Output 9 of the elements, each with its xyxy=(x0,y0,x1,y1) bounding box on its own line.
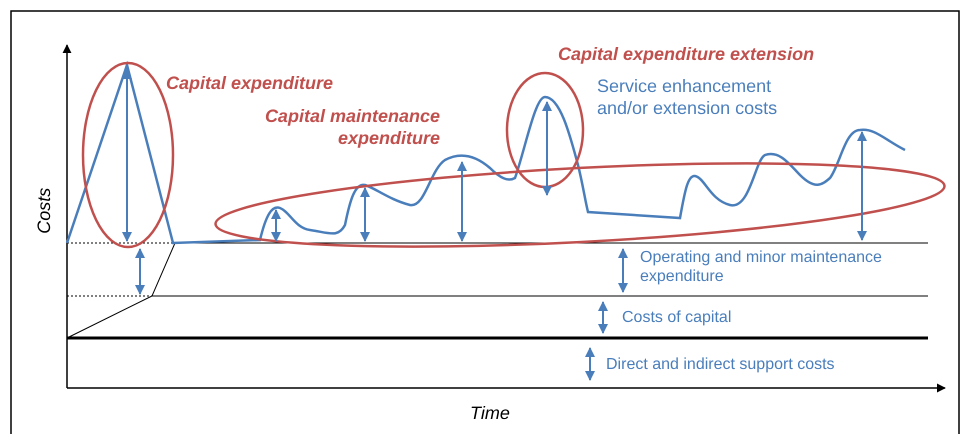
cost-label: Operating and minor maintenance expenditure xyxy=(640,248,883,286)
axis-label: Time xyxy=(470,403,510,425)
annotation-label: Capital expenditure extension xyxy=(558,44,814,66)
annotation-label: Capital maintenance expenditure xyxy=(264,106,440,150)
annotation-label: Capital expenditure xyxy=(166,73,334,95)
annotation-label: Service enhancement and/or extension costs xyxy=(597,76,778,120)
axis-label: Costs xyxy=(34,188,56,234)
cost-label: Costs of capital xyxy=(622,308,732,328)
cost-label: Direct and indirect support costs xyxy=(606,355,835,374)
